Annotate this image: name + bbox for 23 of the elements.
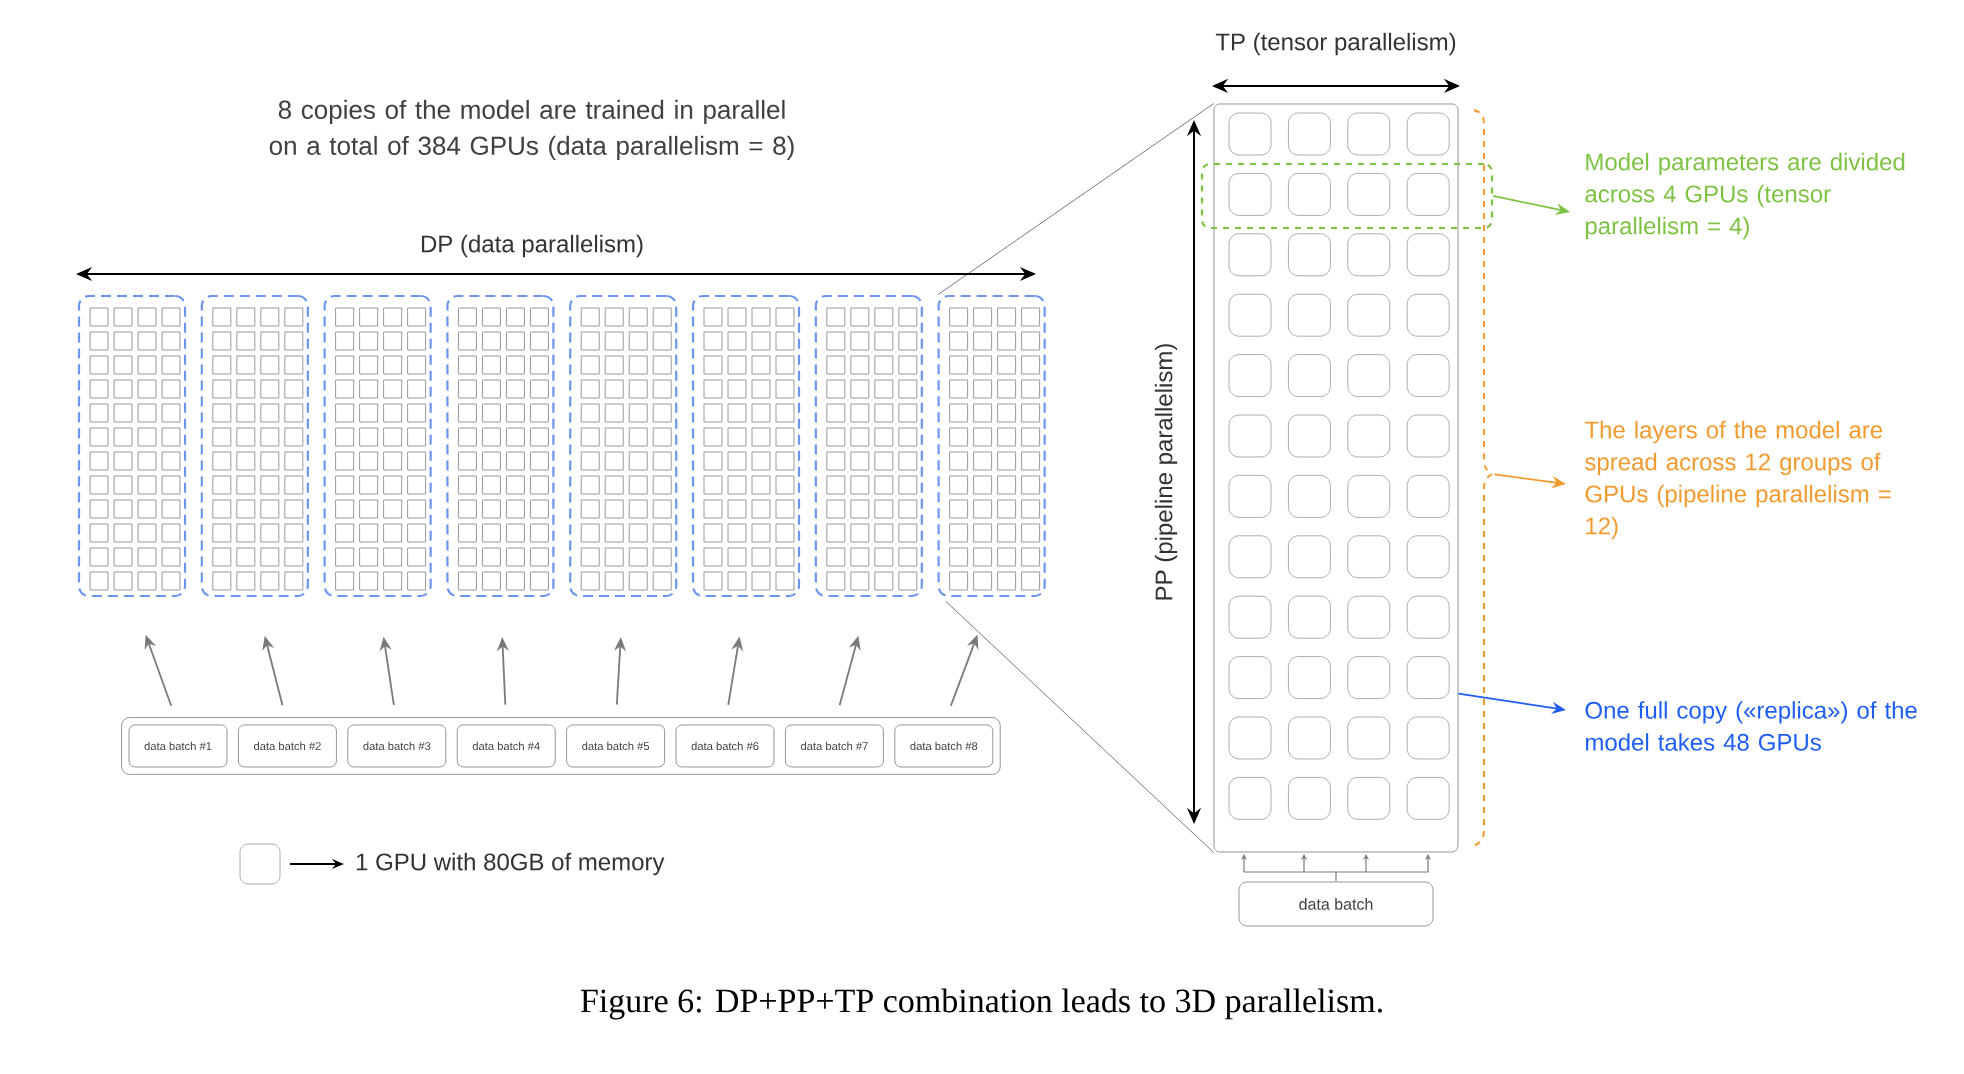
annotation-text: The layers of the model are spread across 12 groups of GPUs (pipeline parallelism = 12) [1584,420,1891,540]
replica-box [691,294,801,598]
replica-box [77,294,187,598]
axis-label: TP (tensor parallelism) [1215,32,1456,56]
replica-box [200,294,309,598]
replica-box [569,294,678,598]
batch-container [121,717,1001,775]
replica-box [323,294,432,598]
annotation-text: Model parameters are divided across 4 GPUs (tensor parallelism = 4) [1585,152,1905,240]
bracket [1473,109,1493,847]
replica-box [937,294,1046,598]
batch-box: data batch [1238,881,1434,927]
replica-box [1213,103,1459,853]
annotation-text: One full copy («replica») of the model takes 48 GPUs [1585,701,1917,751]
zoom-line [937,103,1215,296]
axis-label: DP (data parallelism) [421,234,643,258]
replica-box [814,294,923,598]
legend-text: 1 GPU with 80GB of memory [356,852,665,876]
axis-label: PP (pipeline parallelism) [1154,344,1178,600]
caption: Figure 6: DP+PP+TP combination leads to 3D parallelism. [580,988,1382,1020]
heading-text: 8 copies of the model are trained in parallel on a total of 384 GPUs (data parallelism = 8) [269,99,794,161]
highlight-box [1200,162,1494,230]
replica-box [446,294,555,598]
